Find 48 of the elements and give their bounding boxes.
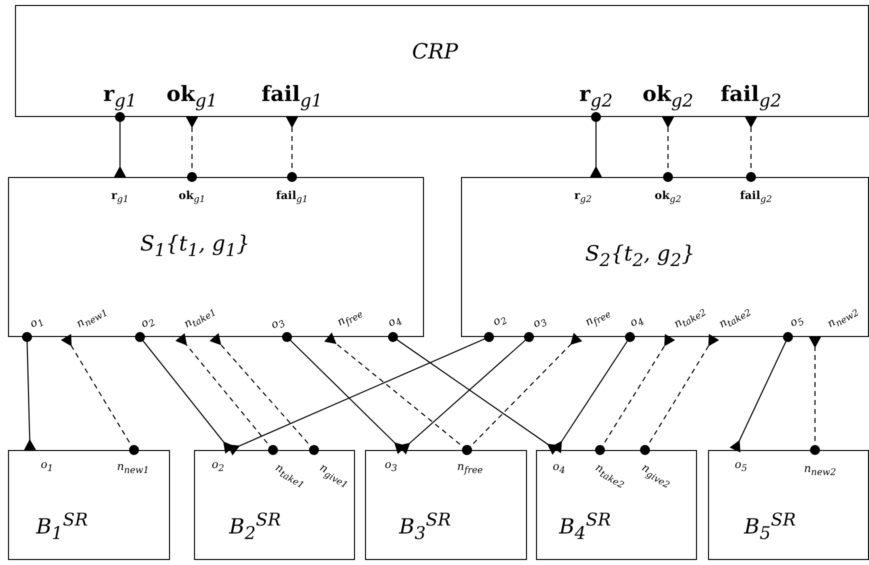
port-label: n$_{free}$	[457, 460, 483, 476]
component-name: r$_{g2}$	[579, 83, 613, 111]
connector	[730, 332, 793, 453]
component-name: S$_{2}${t$_{2}$, g$_{2}$}	[585, 244, 695, 270]
component-name: ok$_{g2}$	[642, 83, 694, 111]
component-box	[194, 450, 355, 560]
dashed-connector	[175, 333, 278, 455]
port-label: o$_{1}$	[40, 458, 54, 474]
connector	[22, 332, 36, 450]
port-label: r$_{g1}$	[111, 190, 129, 204]
dashed-connector	[809, 337, 821, 455]
dashed-connector	[186, 117, 198, 182]
port-label: o$_{2}$	[212, 458, 224, 474]
component-name: fail$_{g1}$	[262, 83, 322, 111]
connector	[590, 112, 602, 177]
connector	[114, 112, 126, 177]
component-name: ok$_{g1}$	[166, 83, 218, 111]
component-box	[708, 450, 869, 560]
component-name: fail$_{g2}$	[720, 83, 782, 111]
dashed-connector	[640, 334, 720, 455]
dashed-connector	[210, 333, 319, 455]
dashed-connector	[745, 117, 757, 182]
dashed-connector	[286, 117, 298, 182]
dashed-connector	[324, 332, 472, 455]
component-name: CRP	[412, 42, 458, 62]
component-box	[461, 177, 869, 337]
component-box	[536, 450, 697, 560]
dashed-connector	[595, 334, 676, 455]
port-label: o$_{3}$	[384, 458, 398, 474]
port-label: ok$_{g1}$	[178, 190, 206, 204]
port-label: fail$_{g1}$	[276, 190, 308, 204]
component-name: S$_{1}${t$_{1}$, g$_{1}$}	[140, 234, 250, 260]
port-label: o$_{4}$	[552, 460, 566, 476]
dashed-connector	[662, 117, 674, 182]
component-box	[8, 177, 424, 337]
component-name: r$_{g1}$	[103, 83, 137, 111]
port-label: ok$_{g2}$	[654, 190, 682, 204]
component-box	[8, 450, 170, 560]
dashed-connector	[462, 332, 582, 455]
port-label: fail$_{g2}$	[740, 190, 772, 204]
port-label: r$_{g2}$	[574, 190, 592, 204]
port-label: n$_{new2}$	[804, 462, 836, 478]
port-label: n$_{new1}$	[116, 460, 150, 476]
port-label: o$_{5}$	[734, 458, 748, 474]
component-box	[15, 5, 869, 117]
connector	[228, 332, 494, 456]
component-box	[365, 450, 527, 560]
dashed-connector	[60, 334, 139, 455]
